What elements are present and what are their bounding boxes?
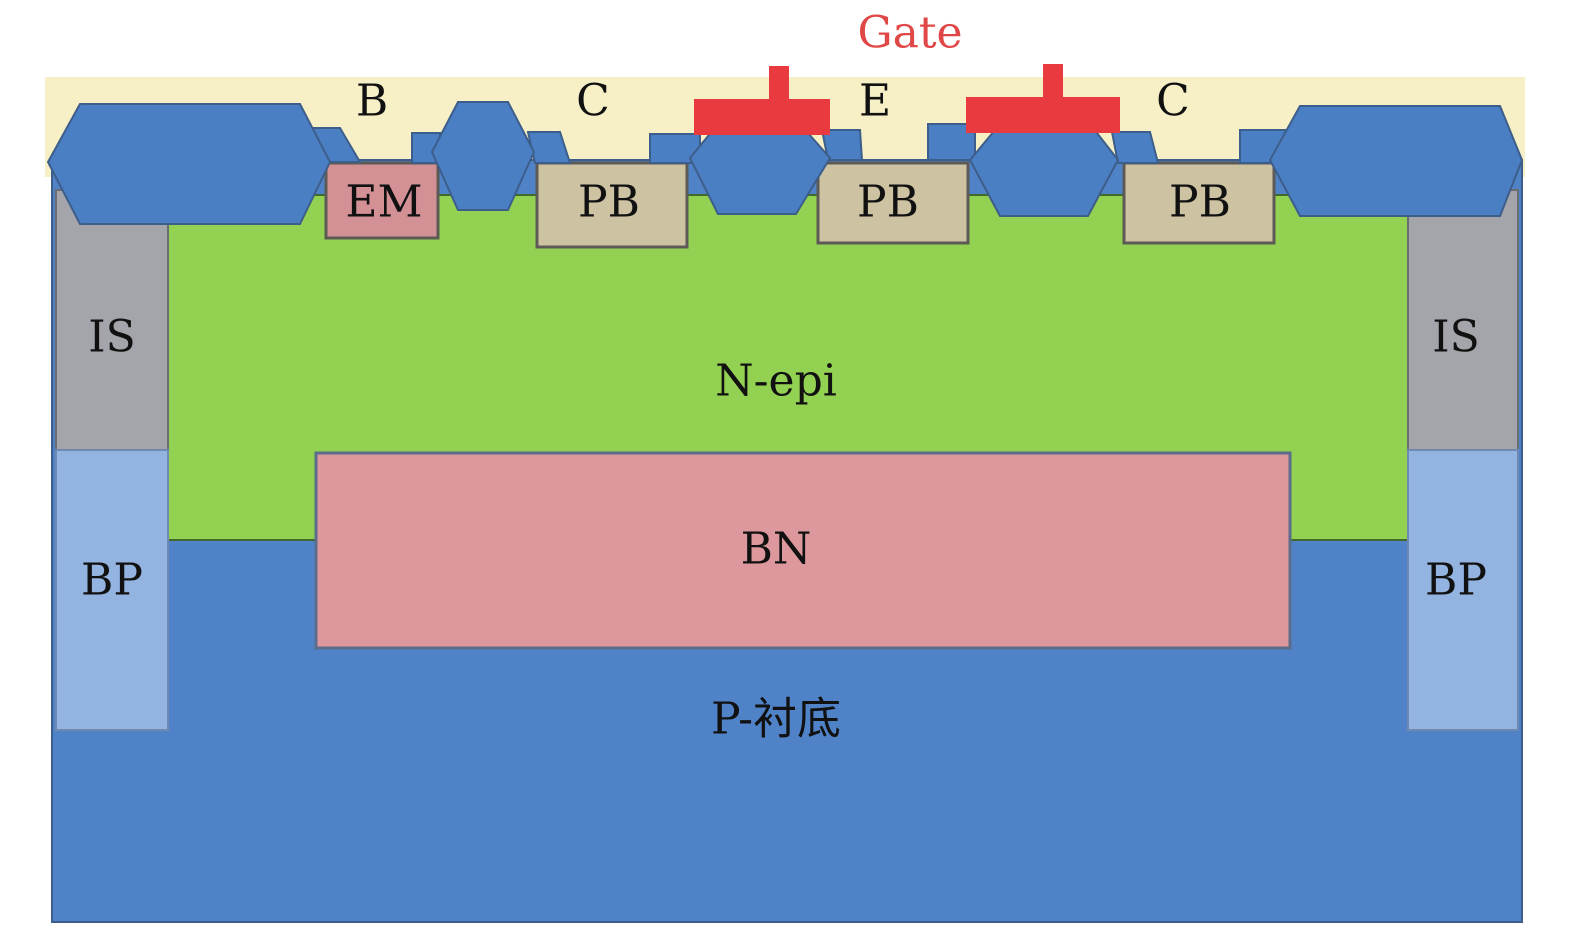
bp-region-right: [1407, 449, 1519, 731]
pb-right-label: PB: [1169, 177, 1231, 228]
bp-right-label: BP: [1425, 555, 1487, 606]
bp-left-label: BP: [81, 555, 143, 606]
terminal-c-left-label: C: [576, 76, 610, 127]
pb-left-label: PB: [578, 177, 640, 228]
terminal-c-right-label: C: [1156, 76, 1190, 127]
field-oxide-em-c: [430, 101, 536, 211]
pb-region-right: [1122, 161, 1276, 245]
field-oxide-left: [46, 103, 332, 225]
pb-region-middle: [816, 161, 970, 245]
field-oxide-gate-right: [968, 123, 1120, 217]
bn-buried-layer: [314, 451, 1292, 650]
p-substrate-label: P-衬底: [711, 694, 841, 745]
gate-label: Gate: [857, 8, 962, 59]
gate-electrode-left: [694, 66, 830, 135]
terminal-e-label: E: [859, 76, 891, 127]
is-left-label: IS: [88, 312, 136, 363]
pb-region-left: [535, 161, 689, 249]
is-right-label: IS: [1432, 312, 1480, 363]
terminal-b-label: B: [356, 76, 388, 127]
pb-middle-label: PB: [857, 177, 919, 228]
bn-label: BN: [741, 524, 812, 575]
gate-electrode-right: [966, 64, 1120, 133]
em-region: [324, 161, 440, 240]
oxide-steps: [310, 123, 1291, 164]
n-epi-label: N-epi: [715, 356, 837, 407]
bp-region-left: [55, 449, 169, 731]
field-oxide-right: [1268, 105, 1524, 217]
em-label: EM: [345, 177, 422, 228]
